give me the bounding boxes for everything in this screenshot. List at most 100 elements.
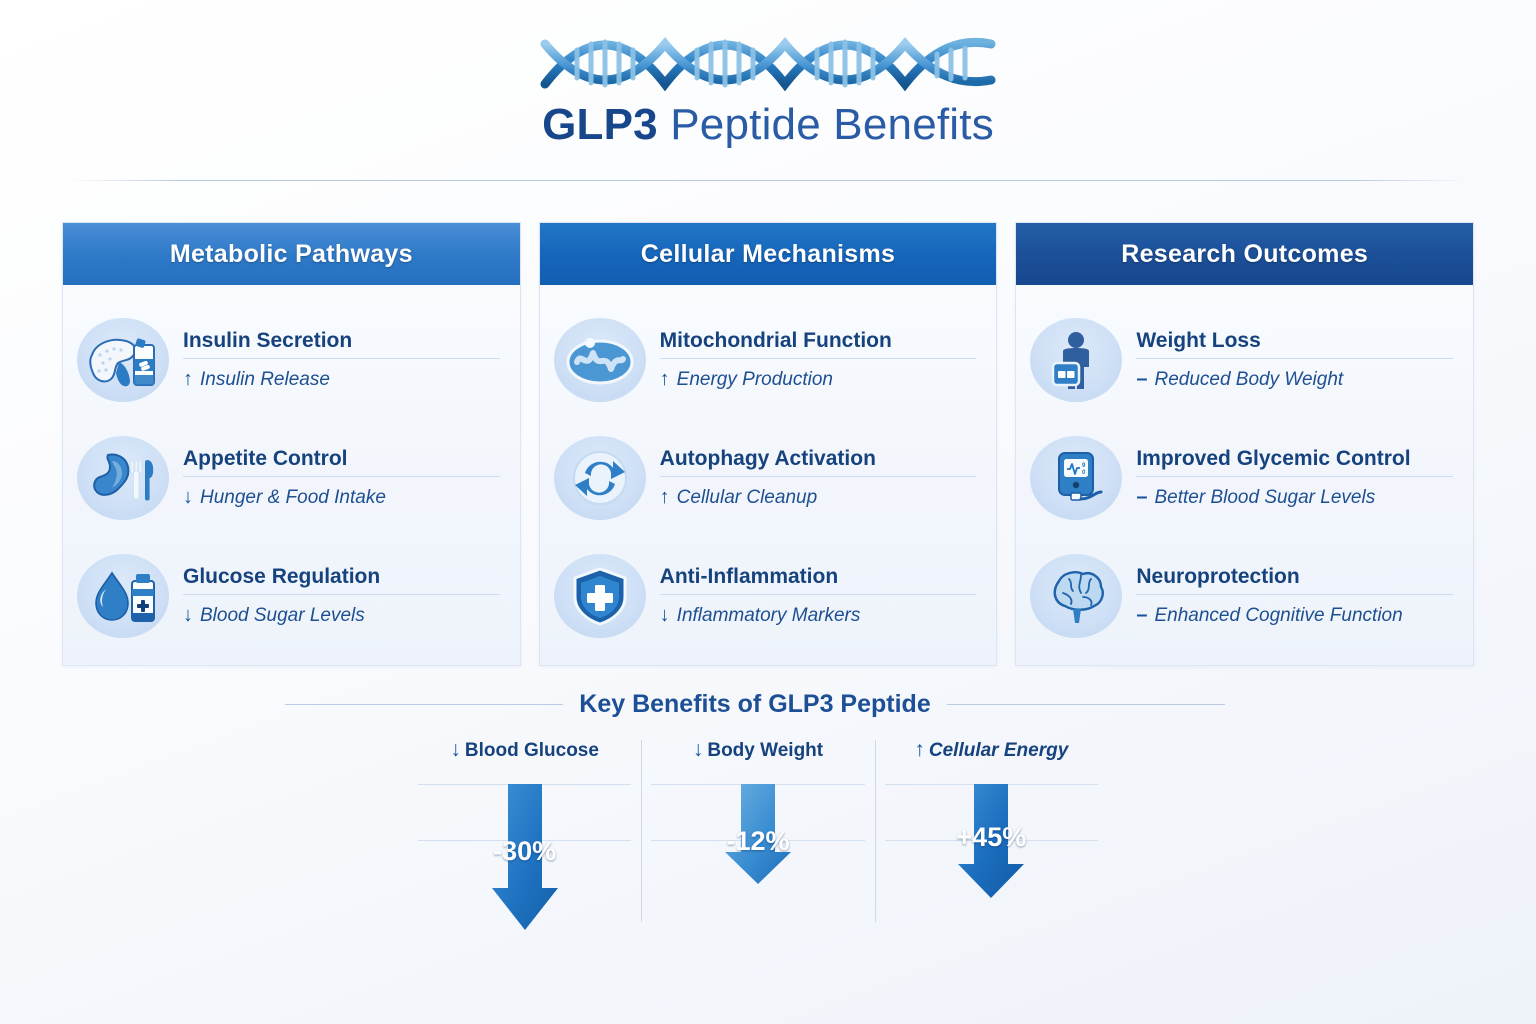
card-header-metabolic-pathways: Metabolic Pathways bbox=[63, 223, 520, 285]
trend-down-icon: ↓ bbox=[183, 486, 193, 508]
card-cellular-mechanisms: Cellular Mechanisms Mitochondrial Functi… bbox=[538, 222, 998, 666]
metric-value: -30% bbox=[493, 836, 557, 866]
arrow-holder: -12% bbox=[641, 784, 874, 928]
trend-up-icon: ↑ bbox=[659, 486, 670, 508]
metric-category: Blood Glucose bbox=[464, 740, 599, 761]
arrow-holder: -30% bbox=[408, 784, 641, 984]
metric-label: ↑ Cellular Energy bbox=[875, 738, 1108, 762]
entry-insulin-secretion[interactable]: Insulin Secretion ↑ Insulin Release bbox=[77, 308, 500, 412]
pancreas-vial-icon bbox=[77, 318, 169, 402]
metric-value: -12% bbox=[726, 826, 790, 856]
entry-sub: ↓ Hunger & Food Intake bbox=[183, 486, 500, 509]
entry-mitochondrial-function[interactable]: Mitochondrial Function ↑ Energy Producti… bbox=[553, 308, 977, 412]
stomach-cutlery-icon bbox=[77, 436, 169, 520]
person-scale-icon bbox=[1030, 318, 1123, 402]
recycle-cycle-icon bbox=[553, 436, 646, 520]
chart-title-rule-right bbox=[946, 704, 1225, 705]
entry-sub: ↓ Blood Sugar Levels bbox=[183, 604, 500, 627]
entry-title: Improved Glycemic Control bbox=[1136, 447, 1454, 477]
entry-title: Appetite Control bbox=[183, 447, 500, 477]
mitochondrion-icon bbox=[553, 318, 646, 402]
entry-text: Glucose Regulation ↓ Blood Sugar Levels bbox=[183, 565, 500, 627]
entry-neuroprotection[interactable]: Neuroprotection – Enhanced Cognitive Fun… bbox=[1030, 544, 1454, 648]
metric-category: Body Weight bbox=[707, 740, 824, 761]
entry-sub: – Enhanced Cognitive Function bbox=[1136, 604, 1453, 627]
dash-marker-icon: – bbox=[1136, 368, 1148, 390]
page-title-rest: Peptide Benefits bbox=[657, 100, 994, 149]
metric-body-weight[interactable]: ↓ Body Weight bbox=[641, 738, 874, 1008]
chart-title-rule-left bbox=[285, 704, 564, 705]
entry-text: Anti-Inflammation ↓ Inflammatory Markers bbox=[659, 565, 977, 627]
dna-helix-icon bbox=[533, 22, 1003, 100]
value-arrow: +45% bbox=[956, 784, 1026, 938]
metric-label: ↓ Body Weight bbox=[641, 738, 874, 762]
entry-title: Mitochondrial Function bbox=[659, 329, 977, 359]
brain-icon bbox=[1030, 554, 1123, 638]
entry-autophagy-activation[interactable]: Autophagy Activation ↑ Cellular Cleanup bbox=[553, 426, 977, 530]
entry-text: Appetite Control ↓ Hunger & Food Intake bbox=[183, 447, 500, 509]
entry-title: Insulin Secretion bbox=[183, 329, 500, 359]
trend-down-icon: ↓ bbox=[659, 604, 670, 626]
metric-label: ↓ Blood Glucose bbox=[408, 738, 641, 762]
entry-sub: ↑ Insulin Release bbox=[183, 368, 500, 391]
key-benefits-chart: Key Benefits of GLP3 Peptide ↓ Blood Glu… bbox=[0, 676, 1536, 1024]
down-arrow-shape bbox=[491, 784, 558, 930]
entry-title: Weight Loss bbox=[1136, 329, 1454, 359]
trend-up-icon: ↑ bbox=[659, 368, 670, 390]
entry-sub: ↓ Inflammatory Markers bbox=[660, 604, 977, 627]
entry-text: Weight Loss – Reduced Body Weight bbox=[1136, 329, 1454, 391]
entry-sub-label: Hunger & Food Intake bbox=[200, 487, 386, 508]
card-body-cellular-mechanisms: Mitochondrial Function ↑ Energy Producti… bbox=[540, 285, 997, 665]
entry-sub-label: Insulin Release bbox=[200, 369, 330, 390]
metric-value: +45% bbox=[956, 822, 1027, 852]
page-header: GLP3 Peptide Benefits bbox=[0, 0, 1536, 188]
entry-glucose-regulation[interactable]: Glucose Regulation ↓ Blood Sugar Levels bbox=[77, 544, 500, 648]
chart-title-row: Key Benefits of GLP3 Peptide bbox=[285, 690, 1225, 719]
entry-anti-inflammation[interactable]: Anti-Inflammation ↓ Inflammatory Markers bbox=[553, 544, 977, 648]
chart-title: Key Benefits of GLP3 Peptide bbox=[579, 690, 931, 718]
metric-category: Cellular Energy bbox=[928, 740, 1069, 761]
down-arrow-shape bbox=[724, 784, 791, 884]
entry-title: Anti-Inflammation bbox=[659, 565, 977, 595]
page-title-strong: GLP3 bbox=[542, 100, 658, 149]
svg-text:9: 9 bbox=[1082, 463, 1086, 469]
entry-weight-loss[interactable]: Weight Loss – Reduced Body Weight bbox=[1030, 308, 1454, 412]
entry-sub-label: Better Blood Sugar Levels bbox=[1154, 487, 1376, 508]
entry-text: Improved Glycemic Control – Better Blood… bbox=[1136, 447, 1454, 509]
benefit-columns: Metabolic Pathways bbox=[62, 222, 1475, 666]
arrow-holder: +45% bbox=[875, 784, 1108, 938]
entry-text: Autophagy Activation ↑ Cellular Cleanup bbox=[659, 447, 977, 509]
header-divider bbox=[68, 180, 1468, 181]
value-arrow: -30% bbox=[490, 784, 560, 984]
entry-text: Mitochondrial Function ↑ Energy Producti… bbox=[659, 329, 977, 391]
shield-cross-icon bbox=[553, 554, 646, 638]
entry-sub: – Reduced Body Weight bbox=[1136, 368, 1453, 391]
entry-title: Neuroprotection bbox=[1136, 565, 1454, 595]
entry-appetite-control[interactable]: Appetite Control ↓ Hunger & Food Intake bbox=[77, 426, 500, 530]
entry-sub-label: Energy Production bbox=[676, 369, 833, 390]
entry-sub-label: Enhanced Cognitive Function bbox=[1154, 605, 1403, 626]
card-research-outcomes: Research Outcomes Weight Loss bbox=[1015, 222, 1475, 666]
dash-marker-icon: – bbox=[1136, 486, 1148, 508]
metric-cellular-energy[interactable]: ↑ Cellular Energy bbox=[874, 738, 1108, 1008]
metric-blood-glucose[interactable]: ↓ Blood Glucose bbox=[408, 738, 641, 1008]
trend-down-icon: ↓ bbox=[692, 738, 704, 761]
card-metabolic-pathways: Metabolic Pathways bbox=[62, 222, 521, 666]
entry-sub: – Better Blood Sugar Levels bbox=[1136, 486, 1453, 509]
entry-sub: ↑ Energy Production bbox=[660, 368, 977, 391]
entry-sub-label: Cellular Cleanup bbox=[676, 487, 818, 508]
down-arrow-shape bbox=[958, 784, 1025, 898]
entry-title: Autophagy Activation bbox=[659, 447, 977, 477]
value-arrow: -12% bbox=[723, 784, 793, 928]
page-title: GLP3 Peptide Benefits bbox=[0, 100, 1536, 150]
svg-text:0: 0 bbox=[1082, 470, 1086, 476]
chart-metrics: ↓ Blood Glucose bbox=[408, 738, 1108, 1008]
trend-up-icon: ↑ bbox=[914, 738, 925, 761]
card-header-cellular-mechanisms: Cellular Mechanisms bbox=[539, 223, 997, 285]
trend-up-icon: ↑ bbox=[183, 368, 193, 390]
entry-sub-label: Blood Sugar Levels bbox=[200, 605, 365, 626]
blood-drop-bottle-icon bbox=[77, 554, 169, 638]
